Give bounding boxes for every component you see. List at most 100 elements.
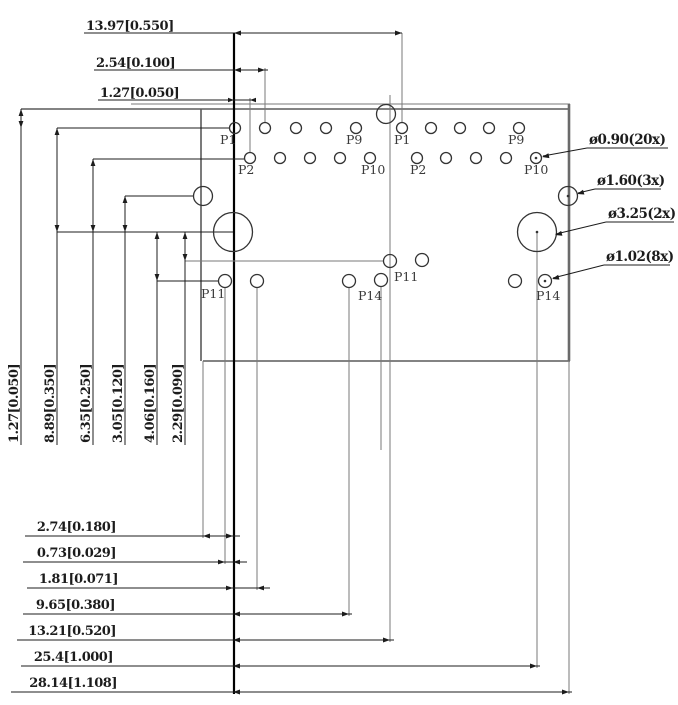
arrowhead [258, 67, 265, 73]
arrowhead [233, 689, 240, 695]
callouts: ø0.90(20x) ø1.60(3x) ø3.25(2x) ø1.02(8x) [542, 132, 676, 280]
pin-hole [333, 151, 347, 165]
pin-hole [512, 121, 526, 135]
extension-lines-horizontal [57, 127, 383, 282]
shield-hole [375, 103, 397, 125]
arrowhead [233, 611, 240, 617]
pin-hole [395, 121, 409, 135]
leader-line [542, 147, 588, 157]
dim-label: 3.05[0.120] [111, 364, 126, 443]
arrowhead [234, 67, 241, 73]
pin-hole [373, 272, 389, 288]
pin-labels-right: P1 P9 P2 P10 P11 P14 [394, 132, 560, 303]
arrowhead [154, 274, 160, 281]
mounting-holes [212, 211, 558, 253]
arrowhead [54, 128, 60, 135]
dim-label: 6.35[0.250] [79, 364, 94, 443]
arrowhead [18, 121, 24, 128]
pin-hole [529, 151, 543, 165]
arrowhead [218, 559, 225, 565]
pin-hole [341, 273, 357, 289]
arrowhead [122, 196, 128, 203]
part-outline [21, 103, 571, 362]
leader-line [552, 264, 605, 279]
arrowhead [154, 232, 160, 239]
pin-hole [363, 151, 377, 165]
arrowhead [383, 637, 390, 643]
dim-label: 0.73[0.029] [37, 546, 116, 561]
extension-lines-vertical [202, 33, 570, 694]
hole-center-mark [534, 156, 538, 160]
arrowhead [182, 254, 188, 261]
pin-hole [243, 151, 257, 165]
pin-hole [319, 121, 333, 135]
arrowhead [234, 30, 241, 36]
pin-hole [382, 253, 398, 269]
pin-hole [289, 121, 303, 135]
pin-hole [414, 252, 430, 268]
dim-label: 1.81[0.071] [39, 572, 118, 587]
dim-label: 1.27[0.050] [100, 86, 179, 101]
pin-label: P14 [536, 288, 560, 303]
pin-hole [303, 151, 317, 165]
arrowhead [233, 559, 240, 565]
pin-hole [217, 273, 233, 289]
pin-label: P14 [358, 288, 382, 303]
pin-hole [273, 151, 287, 165]
arrowhead [90, 225, 96, 232]
arrowhead [577, 189, 585, 195]
pin-hole [482, 121, 496, 135]
dim-label: 8.89[0.350] [43, 364, 58, 443]
arrowhead [257, 585, 264, 591]
arrowhead [226, 585, 233, 591]
hole-center-mark [535, 230, 539, 234]
pin-hole [258, 121, 272, 135]
shield-hole [557, 185, 579, 207]
pin-label: P10 [361, 162, 385, 177]
dim-label: 2.74[0.180] [37, 520, 116, 535]
arrowhead [562, 689, 569, 695]
arrowhead [552, 274, 560, 280]
pin-hole [453, 121, 467, 135]
pin-label: P11 [201, 286, 225, 301]
arrowhead [342, 611, 349, 617]
dim-label: 13.97[0.550] [86, 19, 174, 34]
pin-label: P9 [508, 132, 524, 147]
mounting-hole [212, 211, 254, 253]
arrowhead [90, 159, 96, 166]
mounting-hole [516, 211, 558, 253]
pin-hole [249, 273, 265, 289]
hole-center-mark [543, 279, 547, 283]
pin-label: P1 [220, 132, 236, 147]
arrowhead [18, 109, 24, 116]
callout-label: ø1.02(8x) [606, 249, 674, 265]
arrowhead [250, 97, 256, 103]
callout-label: ø0.90(20x) [589, 132, 666, 148]
shield-holes [192, 103, 579, 207]
arrowhead [395, 30, 402, 36]
dim-label: 2.29[0.090] [171, 364, 186, 443]
pin-hole [507, 273, 523, 289]
pin-hole [439, 151, 453, 165]
pin-hole [349, 121, 363, 135]
pin-holes [228, 121, 543, 165]
pin-label: P11 [394, 269, 418, 284]
pin-hole [424, 121, 438, 135]
dim-label: 9.65[0.380] [36, 598, 115, 613]
arrowhead [542, 153, 550, 159]
arrowhead [555, 230, 563, 236]
arrowhead [182, 232, 188, 239]
dim-label: 1.27[0.050] [7, 364, 22, 443]
dim-label: 13.21[0.520] [28, 624, 116, 639]
arrowhead [233, 637, 240, 643]
dimensions-left: 1.27[0.050] 8.89[0.350] 6.35[0.250] 3.05… [7, 109, 188, 445]
pin-hole [469, 151, 483, 165]
dim-label: 28.14[1.108] [29, 676, 117, 691]
pin-hole [410, 151, 424, 165]
leader-line [555, 221, 607, 235]
dimensions-bottom: 2.74[0.180] 0.73[0.029] 1.81[0.071] 9.65… [11, 520, 572, 695]
pin-label: P2 [238, 162, 254, 177]
pin-hole [228, 121, 242, 135]
